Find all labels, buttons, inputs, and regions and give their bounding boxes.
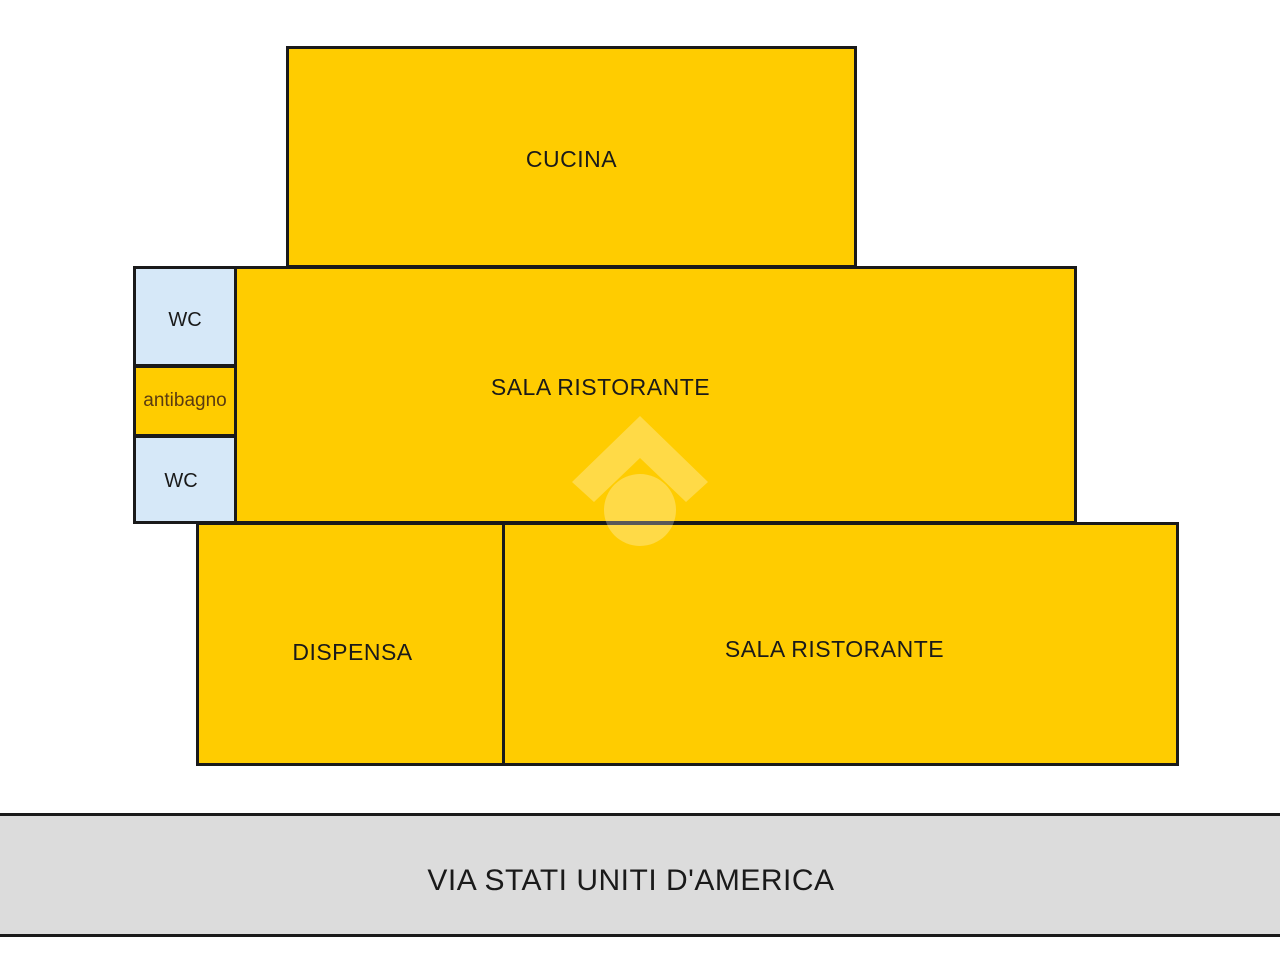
room-wc-bottom: WC <box>133 435 237 524</box>
room-label-cucina: CUCINA <box>525 145 618 172</box>
room-label-sala-ristorante-top: SALA RISTORANTE <box>490 373 711 400</box>
room-antibagno: antibagno <box>133 365 237 437</box>
street-via-stati-uniti: VIA STATI UNITI D'AMERICA <box>0 813 1280 937</box>
street-label: VIA STATI UNITI D'AMERICA <box>427 864 835 897</box>
room-sala-ristorante-top: SALA RISTORANTE <box>234 266 1077 524</box>
room-cucina: CUCINA <box>286 46 857 268</box>
room-label-wc-top: WC <box>168 309 202 331</box>
room-wc-top: WC <box>133 266 237 367</box>
room-label-dispensa: DISPENSA <box>292 638 413 665</box>
room-label-wc-bottom: WC <box>164 470 198 492</box>
room-label-sala-ristorante-bottom: SALA RISTORANTE <box>724 635 945 662</box>
room-sala-ristorante-bottom: SALA RISTORANTE <box>502 522 1179 766</box>
room-label-antibagno: antibagno <box>143 390 227 411</box>
room-dispensa: DISPENSA <box>196 522 505 766</box>
